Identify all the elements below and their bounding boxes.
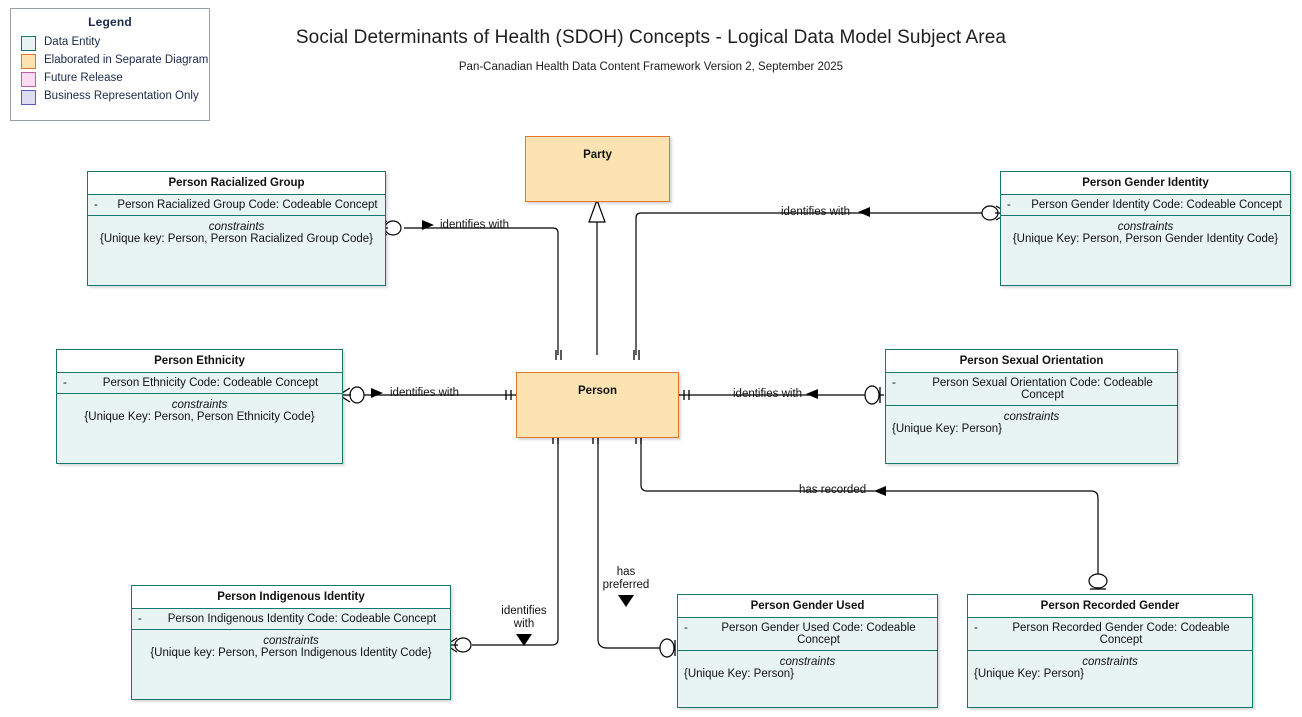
entity-attributes: - Person Sexual Orientation Code: Codeab… [886, 373, 1177, 406]
entity-party[interactable]: Party [525, 136, 670, 202]
attribute-row: - Person Ethnicity Code: Codeable Concep… [63, 377, 336, 389]
entity-title: Person Gender Used [678, 595, 937, 618]
attribute-visibility: - [63, 377, 67, 389]
legend-title: Legend [88, 15, 132, 29]
attribute-text: Person Gender Identity Code: Codeable Co… [1031, 199, 1282, 211]
entity-constraints: constraints {Unique Key: Person} [968, 651, 1252, 684]
entity-constraints: constraints {Unique Key: Person, Person … [1001, 216, 1290, 249]
legend-label-business-representation: Business Representation Only [44, 90, 199, 103]
entity-attributes: - Person Ethnicity Code: Codeable Concep… [57, 373, 342, 394]
legend-item-business-representation: Business Representation Only [11, 88, 209, 106]
constraints-keyword: constraints [779, 656, 836, 668]
attribute-row: - Person Indigenous Identity Code: Codea… [138, 613, 444, 625]
entity-person-gender-identity[interactable]: Person Gender Identity - Person Gender I… [1000, 171, 1291, 286]
entity-title: Person Sexual Orientation [886, 350, 1177, 373]
entity-constraints: constraints {Unique Key: Person} [678, 651, 937, 684]
constraints-keyword: constraints [171, 399, 228, 411]
entity-constraints: constraints {Unique key: Person, Person … [88, 216, 385, 249]
entity-person-recorded-gender[interactable]: Person Recorded Gender - Person Recorded… [967, 594, 1253, 708]
constraints-keyword: constraints [208, 221, 265, 233]
constraints-text: {Unique key: Person, Person Racialized G… [100, 233, 373, 245]
relationship-label-sexual-orientation: identifies with [733, 388, 803, 400]
relationship-label-recorded-gender: has recorded [799, 484, 867, 496]
entity-constraints: constraints {Unique Key: Person, Person … [57, 394, 342, 427]
constraints-keyword: constraints [1117, 221, 1174, 233]
attribute-text: Person Recorded Gender Code: Codeable Co… [1012, 622, 1230, 646]
entity-person-title: Person [578, 385, 617, 397]
constraints-text: {Unique Key: Person} [892, 423, 1002, 435]
attribute-text: Person Gender Used Code: Codeable Concep… [721, 622, 916, 646]
attribute-visibility: - [138, 613, 142, 625]
attribute-row: - Person Recorded Gender Code: Codeable … [974, 622, 1246, 646]
legend-label-data-entity: Data Entity [44, 36, 101, 49]
entity-attributes: - Person Racialized Group Code: Codeable… [88, 195, 385, 216]
legend-label-elaborated: Elaborated in Separate Diagram [44, 54, 209, 67]
constraints-keyword: constraints [1003, 411, 1060, 423]
entity-attributes: - Person Gender Used Code: Codeable Conc… [678, 618, 937, 651]
attribute-visibility: - [94, 199, 98, 211]
relationship-label-line2: with [513, 618, 535, 630]
constraints-text: {Unique Key: Person, Person Ethnicity Co… [84, 411, 315, 423]
entity-person-indigenous-identity[interactable]: Person Indigenous Identity - Person Indi… [131, 585, 451, 700]
entity-person-ethnicity[interactable]: Person Ethnicity - Person Ethnicity Code… [56, 349, 343, 464]
attribute-visibility: - [974, 622, 978, 634]
relationship-label-line1: identifies [501, 605, 547, 617]
relationship-label-line2: preferred [602, 579, 650, 591]
attribute-row: - Person Gender Used Code: Codeable Conc… [684, 622, 931, 646]
constraints-text: {Unique Key: Person, Person Gender Ident… [1012, 233, 1279, 245]
legend-label-future-release: Future Release [44, 72, 123, 85]
attribute-visibility: - [1007, 199, 1011, 211]
constraints-text: {Unique key: Person, Person Indigenous I… [150, 647, 432, 659]
attribute-visibility: - [892, 377, 896, 389]
attribute-text: Person Sexual Orientation Code: Codeable… [932, 377, 1153, 401]
entity-party-title: Party [583, 149, 612, 161]
entity-person-gender-used[interactable]: Person Gender Used - Person Gender Used … [677, 594, 938, 708]
entity-attributes: - Person Gender Identity Code: Codeable … [1001, 195, 1290, 216]
entity-person[interactable]: Person [516, 372, 679, 438]
legend-item-future-release: Future Release [11, 70, 209, 88]
legend-swatch-elaborated [21, 53, 36, 69]
attribute-text: Person Ethnicity Code: Codeable Concept [102, 377, 319, 389]
relationship-label-gender-used: has preferred [595, 566, 657, 592]
legend-swatch-business-representation [21, 89, 36, 105]
attribute-row: - Person Sexual Orientation Code: Codeab… [892, 377, 1171, 401]
entity-title: Person Gender Identity [1001, 172, 1290, 195]
attribute-row: - Person Gender Identity Code: Codeable … [1007, 199, 1284, 211]
entity-person-racialized-group[interactable]: Person Racialized Group - Person Raciali… [87, 171, 386, 286]
constraints-text: {Unique Key: Person} [684, 668, 794, 680]
attribute-text: Person Racialized Group Code: Codeable C… [117, 199, 378, 211]
entity-attributes: - Person Indigenous Identity Code: Codea… [132, 609, 450, 630]
entity-constraints: constraints {Unique Key: Person} [886, 406, 1177, 439]
attribute-visibility: - [684, 622, 688, 634]
relationship-label-gender-identity: identifies with [781, 206, 851, 218]
entity-title: Person Ethnicity [57, 350, 342, 373]
legend-panel: Legend Data Entity Elaborated in Separat… [10, 8, 210, 121]
relationship-label-ethnicity: identifies with [390, 387, 460, 399]
diagram-title: Social Determinants of Health (SDOH) Con… [295, 27, 1007, 48]
diagram-subtitle: Pan-Canadian Health Data Content Framewo… [458, 61, 844, 73]
entity-constraints: constraints {Unique key: Person, Person … [132, 630, 450, 663]
relationship-label-line1: has [616, 566, 636, 578]
constraints-keyword: constraints [263, 635, 319, 647]
entity-title: Person Racialized Group [88, 172, 385, 195]
entity-person-sexual-orientation[interactable]: Person Sexual Orientation - Person Sexua… [885, 349, 1178, 464]
legend-item-data-entity: Data Entity [11, 34, 209, 52]
constraints-keyword: constraints [1082, 656, 1138, 668]
constraints-text: {Unique Key: Person} [974, 668, 1084, 680]
entity-attributes: - Person Recorded Gender Code: Codeable … [968, 618, 1252, 651]
relationship-label-indigenous-identity: identifies with [493, 605, 555, 631]
legend-swatch-future-release [21, 71, 36, 87]
relationship-label-racialized-group: identifies with [440, 219, 510, 231]
entity-title: Person Indigenous Identity [132, 586, 450, 609]
legend-swatch-data-entity [21, 35, 36, 51]
attribute-row: - Person Racialized Group Code: Codeable… [94, 199, 379, 211]
attribute-text: Person Indigenous Identity Code: Codeabl… [167, 613, 437, 625]
legend-item-elaborated: Elaborated in Separate Diagram [11, 52, 209, 70]
entity-title: Person Recorded Gender [968, 595, 1252, 618]
